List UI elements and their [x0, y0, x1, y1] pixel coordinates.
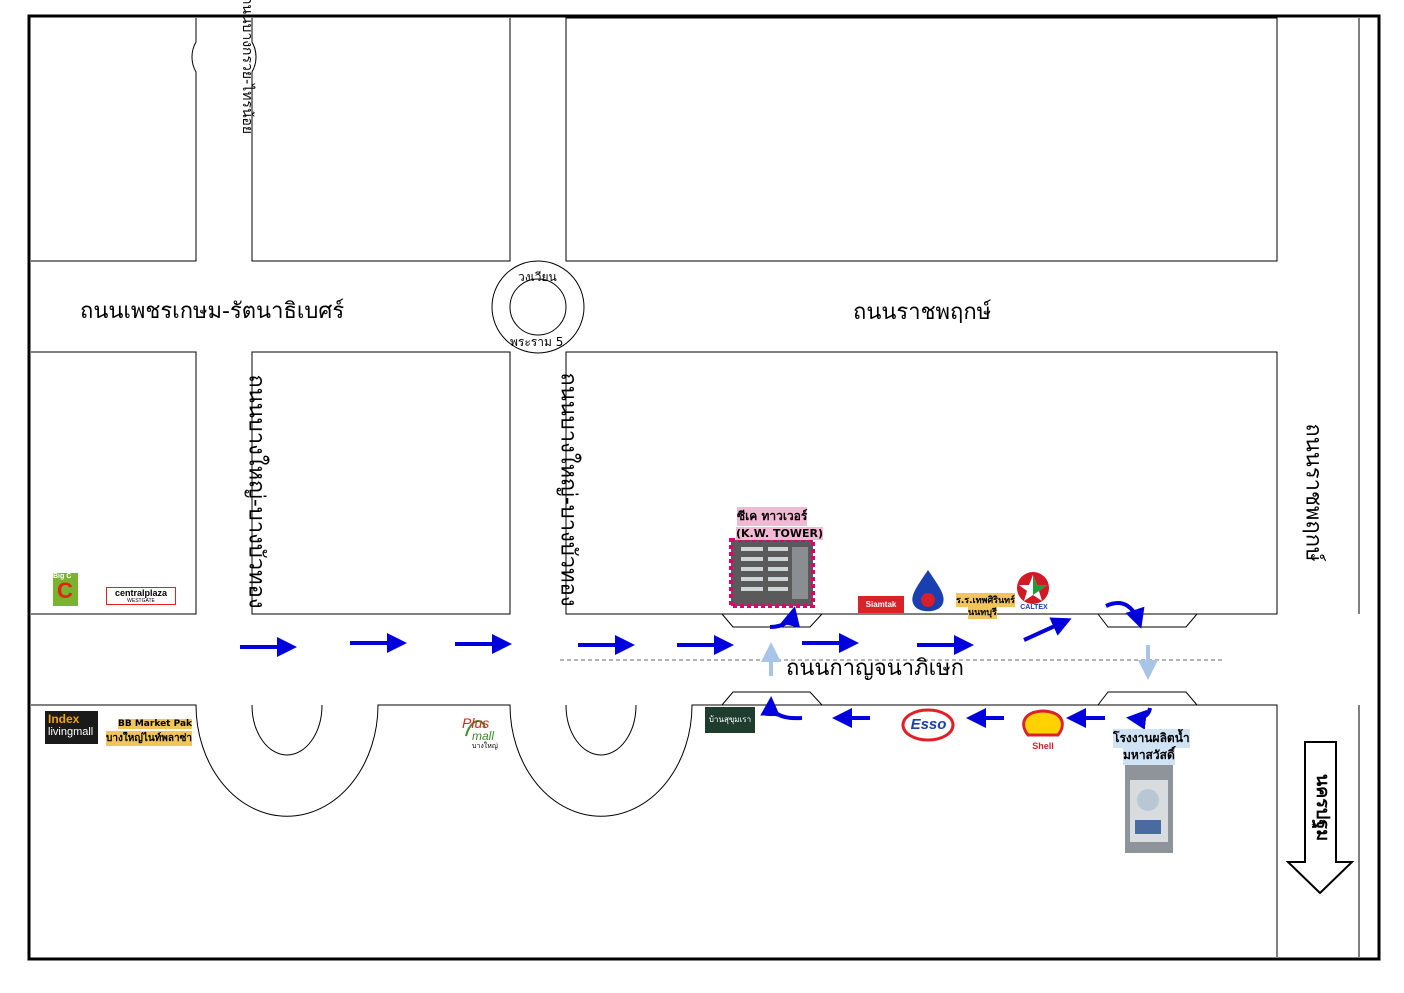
bb-market-label-1: BB Market Pak: [118, 719, 193, 729]
kw-tower-label-th: ซีเค ทาวเวอร์: [737, 507, 808, 526]
ptt-station-label-1: ร.ร.เทพศิรินทร์: [956, 593, 1015, 607]
route-arrows-west: [760, 696, 1152, 730]
centralplaza-sub: WESTGATE: [127, 598, 155, 604]
caltex-logo-icon: [1017, 572, 1049, 604]
factory-label-2: มหาสวัสดิ์: [1123, 746, 1175, 765]
road-label-phet-rattanathibet: ถนนเพชรเกษม-รัตนาธิเบศร์: [80, 299, 345, 324]
ptt-logo-icon: [912, 570, 944, 612]
shell-logo-text: Shell: [1032, 741, 1054, 751]
kw-tower-label-en: (K.W. TOWER): [736, 527, 823, 540]
esso-oval: [901, 708, 955, 742]
plusmall-leaf-icon: [465, 720, 486, 737]
baan-logo: บ้านสุขุมเรา: [705, 707, 755, 733]
caltex-logo-text: CALTEX: [1020, 604, 1048, 611]
block-top-second: [251, 18, 511, 262]
road-label-bang-bua-thong-1: ถนนบางใหญ่-บางบัวทอง: [243, 374, 269, 609]
index-livingmall-logo: Index livingmall: [45, 711, 98, 744]
roundabout: [491, 260, 585, 354]
road-label-bang-kruai-sai-noi: ถนนบางกรวย-ไทรน้อย: [239, 0, 256, 135]
bb-market-label-2: บางใหญ่ไนท์พลาซ่า: [106, 731, 193, 746]
direction-sign-label: นครปฐม: [1312, 773, 1334, 842]
ptt-station-label-2: นนทบุรี: [968, 605, 997, 619]
baan-logo-text: บ้านสุขุมเรา: [708, 715, 752, 724]
roundabout-label-bottom: พระราม 5: [510, 335, 564, 349]
plusmall-sub: บางใหญ่: [472, 743, 498, 750]
road-label-kanchanaphisek: ถนนกาญจนาภิเษก: [786, 656, 964, 681]
bigc-logo: Big C: [53, 573, 78, 585]
block-mid-right: [565, 351, 1278, 615]
index-line1: Index: [48, 712, 80, 726]
uturn-inner-1: [251, 704, 323, 756]
block-mid-left: [31, 351, 197, 615]
road-label-ratchaphruek: ถนนราชพฤกษ์: [853, 300, 992, 325]
road-label-ratchaphruek-right: ถนนราชพฤกษ์: [1300, 423, 1326, 562]
factory-label-1: โรงงานผลิตน้ำ: [1113, 729, 1190, 748]
esso-logo: Esso: [906, 716, 951, 734]
shell-logo-label: Shell: [1024, 741, 1062, 752]
plusmall-line1: Plus: [462, 716, 490, 731]
siamtak-logo: Siamtak: [858, 596, 904, 613]
caltex-logo-label: CALTEX: [1014, 604, 1054, 614]
esso-logo-text: Esso: [910, 716, 947, 733]
centralplaza-main: centralplaza: [114, 588, 168, 598]
road-label-bang-bua-thong-2: ถนนบางใหญ่-บางบัวทอง: [555, 372, 581, 607]
shell-logo-icon: [1022, 709, 1064, 737]
block-top-right: [565, 17, 1278, 262]
direction-arrow: [1285, 741, 1355, 895]
bigc-logo-text: Big C: [53, 573, 72, 580]
kw-tower-building: [729, 538, 815, 608]
route-arrows-east: [240, 601, 1145, 657]
map-frame: [27, 14, 1381, 961]
block-top-left: [31, 18, 197, 262]
siamtak-logo-text: Siamtak: [865, 600, 897, 609]
svg-text:C: C: [57, 578, 73, 603]
factory-photo: [1125, 765, 1173, 853]
plusmall-line2: mall: [472, 729, 495, 743]
plusmall-logo: Plus mall บางใหญ่: [462, 716, 504, 762]
centralplaza-logo: centralplaza WESTGATE: [106, 587, 176, 605]
block-bottom: [31, 704, 1278, 957]
bigc-logo-icon: [53, 573, 78, 606]
block-mid-second: [251, 351, 511, 615]
roundabout-label-top: วงเวียน: [518, 270, 557, 284]
index-line2: livingmall: [48, 726, 94, 738]
uturn-inner-2: [565, 704, 637, 756]
